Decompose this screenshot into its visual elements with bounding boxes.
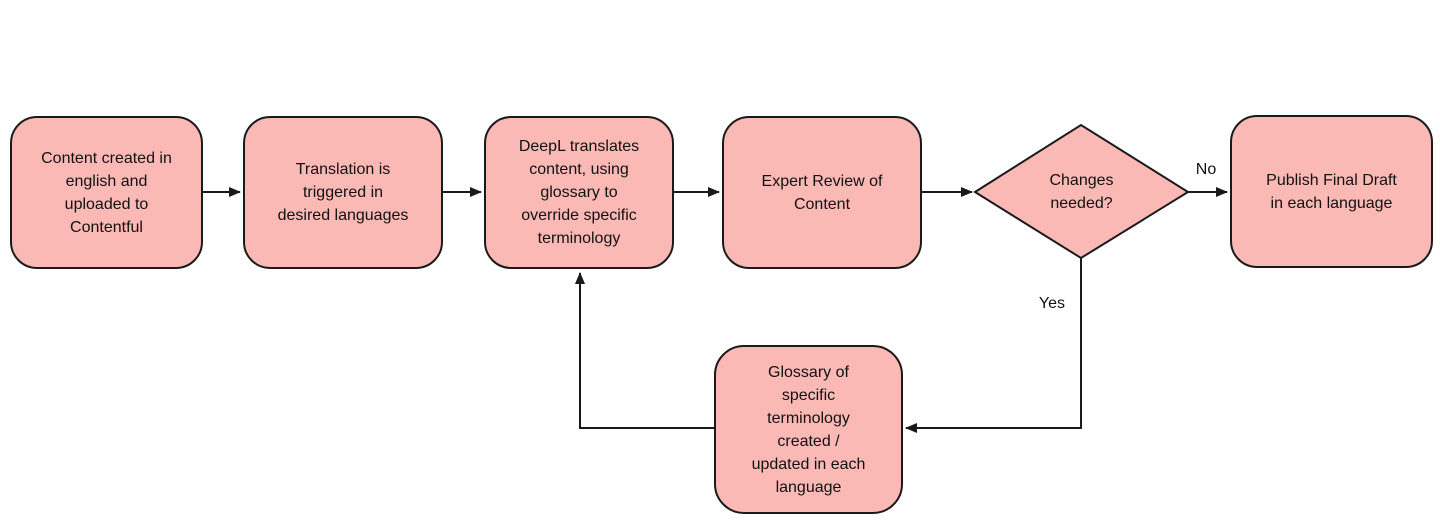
node-publish-final-draft: Publish Final Draft in each language [1230,115,1433,268]
node-glossary: Glossary of specific terminology created… [714,345,903,514]
connector-glossary-to-deepl [575,272,714,429]
node-expert-review: Expert Review of Content [722,116,922,269]
connector-decision-yes-to-glossary [905,258,1082,433]
node-publish-final-draft-label: Publish Final Draft in each language [1266,171,1397,212]
node-deepl-translates-label: DeepL translates content, using glossary… [518,138,640,247]
edge-label-yes: Yes [1038,295,1065,312]
node-translation-triggered-label: Translation is triggered in desired lang… [277,161,409,224]
node-glossary-label: Glossary of specific terminology created… [751,363,866,496]
decision-changes-needed-label: Changes needed? [1049,171,1114,212]
node-content-created-label: Content created in english and uploaded … [41,149,172,236]
node-expert-review-label: Expert Review of Content [761,172,883,213]
decision-changes-needed: Changes needed? [975,125,1188,258]
decision-diamond-shape [973,123,1190,260]
edge-label-no: No [1195,161,1217,178]
node-deepl-translates: DeepL translates content, using glossary… [484,116,674,269]
node-translation-triggered: Translation is triggered in desired lang… [243,116,443,269]
node-content-created: Content created in english and uploaded … [10,116,203,269]
